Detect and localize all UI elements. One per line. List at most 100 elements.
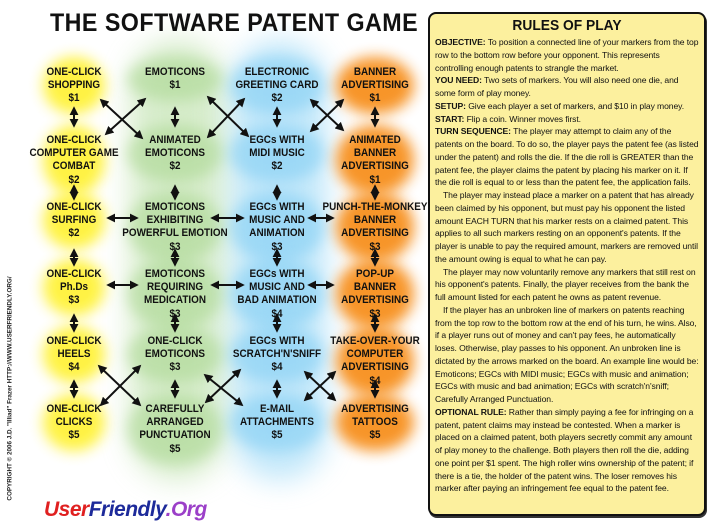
patent-cell[interactable]: BANNER ADVERTISING$1 — [321, 66, 429, 106]
patent-fee: $4 — [271, 361, 283, 374]
diagonal-arrow — [104, 97, 147, 136]
patent-cell[interactable]: EMOTICONS REQUIRING MEDICATION$3 — [121, 268, 229, 321]
rules-paragraph: The player may now voluntarily remove an… — [435, 266, 699, 304]
patent-cell[interactable]: CAREFULLY ARRANGED PUNCTUATION$5 — [121, 403, 229, 456]
rules-text: If the player has an unbroken line of ma… — [435, 304, 699, 404]
logo-part: Friendly — [88, 498, 166, 521]
rules-paragraph: The player may instead place a marker on… — [435, 189, 699, 266]
cell-glow — [43, 125, 105, 196]
patent-cell[interactable]: ONE-CLICK EMOTICONS$3 — [121, 335, 229, 375]
rules-text: The player may now voluntarily remove an… — [435, 266, 696, 303]
cell-glow — [43, 259, 105, 317]
patent-cell[interactable]: EMOTICONS$1 — [121, 66, 229, 92]
patent-cell[interactable]: ANIMATED BANNER ADVERTISING$1 — [321, 134, 429, 187]
patent-name: ONE-CLICK CLICKS — [46, 403, 102, 429]
patent-fee: $5 — [169, 442, 181, 455]
userfriendly-logo[interactable]: UserFriendly.Org — [44, 498, 207, 522]
patent-cell[interactable]: E-MAIL ATTACHMENTS$5 — [223, 403, 331, 443]
rules-paragraph: START: Flip a coin. Winner moves first. — [435, 113, 699, 126]
patent-cell[interactable]: ONE-CLICK HEELS$4 — [20, 335, 128, 375]
rules-title: RULES OF PLAY — [512, 17, 622, 34]
patent-cell[interactable]: ONE-CLICK Ph.Ds$3 — [20, 268, 128, 308]
patent-cell[interactable]: EGCs WITH MUSIC AND ANIMATION$3 — [223, 201, 331, 254]
patent-cell[interactable]: ONE-CLICK CLICKS$5 — [20, 403, 128, 443]
patent-name: ELECTRONIC GREETING CARD — [235, 66, 319, 92]
diagonal-arrow — [204, 368, 242, 404]
cell-glow — [127, 57, 223, 102]
patent-name: POP-UP BANNER ADVERTISING — [341, 268, 409, 307]
patent-cell[interactable]: EGCs WITH SCRATCH'N'SNIFF$4 — [223, 335, 331, 375]
patent-name: ADVERTISING TATTOOS — [341, 403, 409, 429]
patent-name: CAREFULLY ARRANGED PUNCTUATION — [139, 403, 211, 442]
patent-fee: $2 — [169, 160, 181, 173]
diagonal-arrow — [206, 97, 246, 139]
patent-fee: $4 — [68, 361, 80, 374]
rules-label: YOU NEED: — [435, 75, 482, 86]
cell-glow — [43, 326, 105, 384]
rules-label: OBJECTIVE: — [435, 37, 486, 47]
patent-name: ONE-CLICK SURFING — [46, 201, 102, 227]
diagonal-arrow — [203, 373, 244, 407]
patent-name: ONE-CLICK COMPUTER GAME COMBAT — [29, 134, 119, 173]
rules-text: Flip a coin. Winner moves first. — [464, 113, 581, 124]
rules-text: To position a connected line of your mar… — [435, 37, 699, 73]
patent-cell[interactable]: POP-UP BANNER ADVERTISING$3 — [321, 268, 429, 321]
rules-label: START: — [435, 113, 465, 124]
patent-fee: $3 — [271, 240, 283, 253]
rules-text: Two sets of markers. You will also need … — [435, 75, 679, 98]
patent-name: EMOTICONS — [145, 66, 205, 78]
rules-text: Rather than simply paying a fee for infr… — [435, 406, 694, 494]
patent-fee: $1 — [169, 79, 181, 92]
patent-name: ONE-CLICK Ph.Ds — [46, 268, 102, 294]
patent-name: EMOTICONS EXHIBITING POWERFUL EMOTION — [122, 201, 228, 240]
patent-cell[interactable]: TAKE-OVER-YOUR COMPUTER ADVERTISING$4 — [321, 335, 429, 388]
rules-text: The player may instead place a marker on… — [435, 190, 698, 264]
patent-fee: $2 — [68, 227, 80, 240]
patent-fee: $5 — [68, 429, 80, 442]
patent-fee: $1 — [369, 92, 381, 105]
cell-glow — [43, 57, 105, 115]
patent-fee: $5 — [369, 429, 381, 442]
patent-cell[interactable]: EMOTICONS EXHIBITING POWERFUL EMOTION$3 — [121, 201, 229, 254]
rules-paragraph: OBJECTIVE: To position a connected line … — [435, 36, 699, 74]
patent-cell[interactable]: ANIMATED EMOTICONS$2 — [121, 134, 229, 174]
patent-cell[interactable]: ONE-CLICK SHOPPING$1 — [20, 66, 128, 106]
patent-cell[interactable]: ELECTRONIC GREETING CARD$2 — [223, 66, 331, 106]
patent-name: E-MAIL ATTACHMENTS — [240, 403, 314, 429]
patent-fee: $3 — [169, 240, 181, 253]
rules-label: TURN SEQUENCE: — [435, 126, 511, 137]
patent-cell[interactable]: ONE-CLICK COMPUTER GAME COMBAT$2 — [20, 134, 128, 187]
patent-name: BANNER ADVERTISING — [341, 66, 409, 92]
cell-glow — [43, 394, 105, 452]
logo-part: .Org — [165, 498, 208, 521]
patent-fee: $1 — [68, 92, 80, 105]
patent-cell[interactable]: ONE-CLICK SURFING$2 — [20, 201, 128, 241]
logo-part: User — [44, 498, 89, 521]
patent-name: ANIMATED BANNER ADVERTISING — [341, 134, 409, 173]
patent-fee: $3 — [169, 361, 181, 374]
patent-fee: $5 — [271, 429, 283, 442]
patent-name: EMOTICONS REQUIRING MEDICATION — [144, 268, 206, 307]
patent-fee: $2 — [271, 92, 283, 105]
patent-name: EGCs WITH MUSIC AND BAD ANIMATION — [237, 268, 317, 307]
patent-name: ONE-CLICK EMOTICONS — [145, 335, 205, 361]
patent-name: ANIMATED EMOTICONS — [145, 134, 205, 160]
rules-paragraph: If the player has an unbroken line of ma… — [435, 304, 699, 406]
cell-glow — [336, 394, 414, 452]
patent-cell[interactable]: PUNCH-THE-MONKEY BANNER ADVERTISING$3 — [321, 201, 429, 254]
patent-cell[interactable]: ADVERTISING TATTOOS$5 — [321, 403, 429, 443]
patent-name: PUNCH-THE-MONKEY BANNER ADVERTISING — [322, 201, 428, 240]
patent-fee: $2 — [68, 173, 80, 186]
patent-fee: $3 — [68, 294, 80, 307]
rules-paragraph: YOU NEED: Two sets of markers. You will … — [435, 74, 699, 100]
patent-cell[interactable]: EGCs WITH MIDI MUSIC$2 — [223, 134, 331, 174]
rules-paragraph: TURN SEQUENCE: The player may attempt to… — [435, 125, 699, 189]
rules-label: SETUP: — [435, 100, 466, 111]
patent-name: EGCs WITH MIDI MUSIC — [249, 134, 305, 160]
rules-text: Give each player a set of markers, and $… — [465, 100, 684, 111]
patent-name: EGCs WITH SCRATCH'N'SNIFF — [232, 335, 322, 361]
rules-text: The player may attempt to claim any of t… — [435, 126, 699, 188]
diagonal-arrow — [309, 98, 345, 133]
page-title: THE SOFTWARE PATENT GAME — [50, 9, 419, 37]
patent-fee: $2 — [271, 160, 283, 173]
